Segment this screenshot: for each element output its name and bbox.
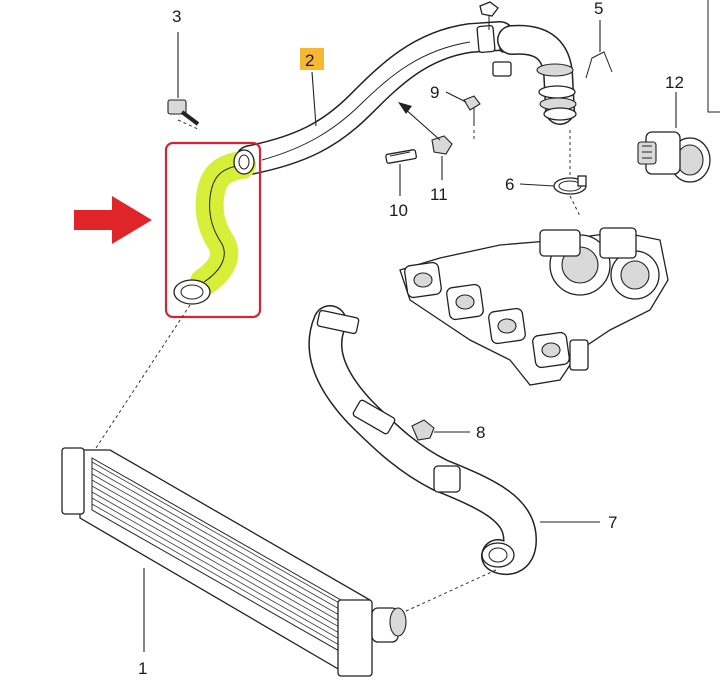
callout-5: 5: [594, 0, 603, 18]
label-badge-2: [300, 48, 324, 70]
upper-charge-pipe: [235, 21, 515, 175]
turbo-elbow-hose: [497, 24, 577, 125]
stud-10: [385, 149, 417, 164]
callout-8: 8: [476, 423, 485, 442]
leader-9: [445, 91, 467, 103]
highlight-box: [164, 141, 262, 319]
spring-clip: [585, 51, 613, 79]
callout-2: 2: [305, 51, 314, 70]
bolt-top: [479, 1, 499, 30]
exhaust-manifold-turbo: [399, 227, 669, 386]
callout-6: 6: [505, 175, 514, 194]
dash-hose-to-cooler: [95, 304, 191, 449]
lower-charge-pipe: [308, 305, 538, 575]
bolt-3: [167, 99, 200, 126]
intercooler: [61, 447, 407, 677]
nut-8: [411, 419, 435, 441]
sensor-valve: [637, 131, 711, 183]
callout-10: 10: [389, 201, 408, 220]
nut-11: [431, 135, 453, 155]
dash-lower-to-cooler: [403, 569, 497, 613]
callout-11: 11: [430, 185, 448, 204]
callout-12: 12: [665, 73, 684, 92]
callout-1: 1: [138, 659, 147, 678]
red-arrow: [74, 196, 152, 244]
callout-3: 3: [172, 7, 181, 26]
frame-edge: [707, 0, 720, 113]
band-clamp-6: [553, 175, 587, 195]
callout-9: 9: [430, 83, 439, 102]
callout-7: 7: [608, 513, 617, 532]
leader-6: [519, 183, 555, 187]
assembly-direction-arrow: [398, 102, 441, 141]
highlighted-intercooler-hose: [164, 141, 262, 319]
dash-clamp-6: [569, 195, 581, 217]
bolt-9: [463, 95, 481, 126]
leader-2: [311, 71, 317, 127]
dash-bolt-3: [177, 119, 201, 131]
